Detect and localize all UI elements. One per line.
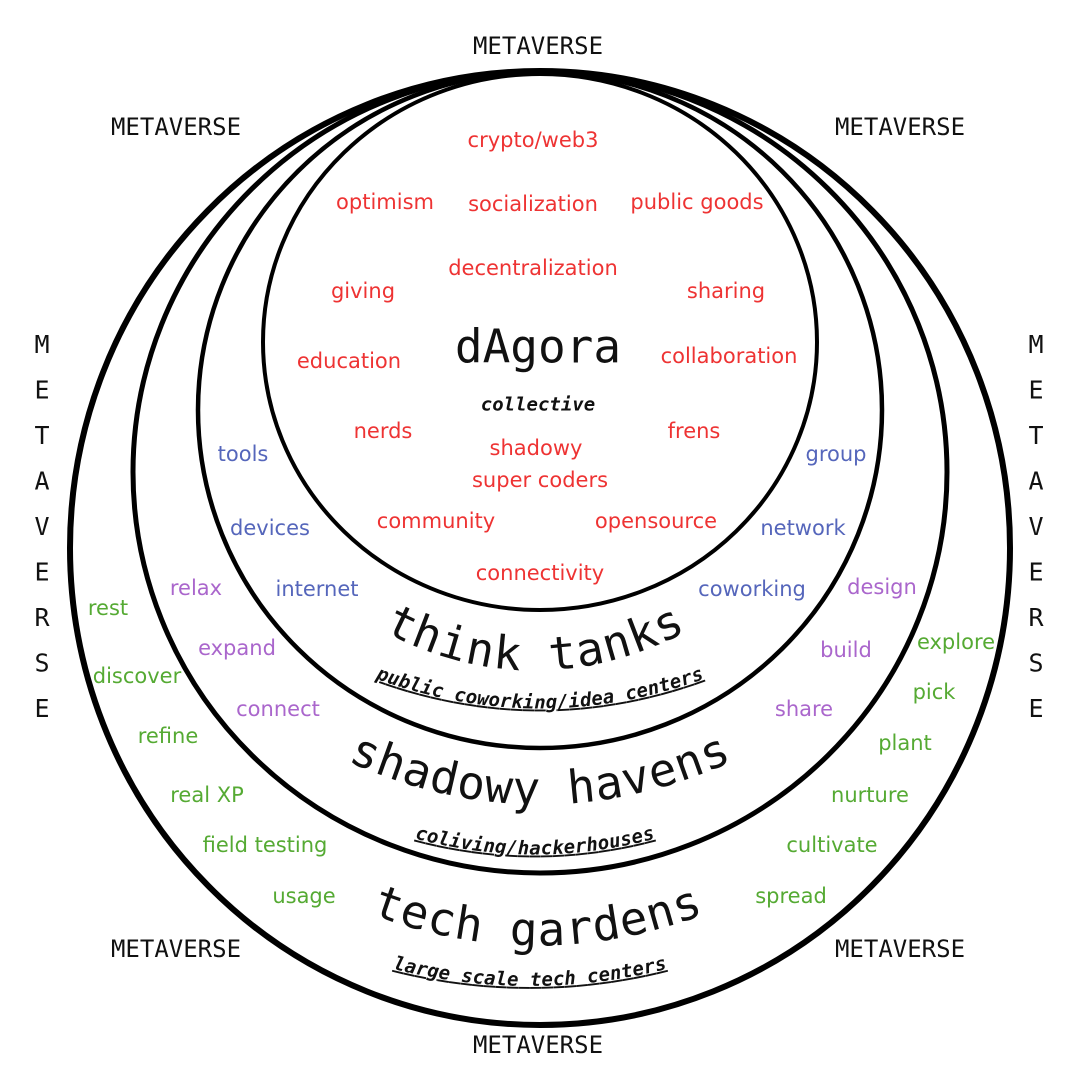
tech-gardens-word: nurture <box>831 783 909 807</box>
metaverse-left-letter: E <box>34 694 49 723</box>
metaverse-right-letter: E <box>1028 558 1043 587</box>
core-word: decentralization <box>448 256 618 280</box>
core-word: frens <box>668 419 721 443</box>
tech-gardens-word: refine <box>138 724 199 748</box>
shadowy-havens-title: shadowy havens <box>343 721 737 815</box>
metaverse-right-letter: A <box>1028 467 1043 496</box>
metaverse-left-letter: T <box>34 421 49 450</box>
think-tanks-word: coworking <box>698 577 806 601</box>
metaverse-label-right-vertical: METAVERSE <box>1028 330 1044 723</box>
core-word: optimism <box>336 190 434 214</box>
tech-gardens-word: explore <box>917 630 995 654</box>
dagora-subtitle: collective <box>481 394 595 416</box>
tech-gardens-word: field testing <box>203 833 328 857</box>
core-word: community <box>377 509 495 533</box>
metaverse-right-letter: V <box>1028 512 1043 541</box>
metaverse-left-letter: M <box>34 330 49 359</box>
metaverse-label-top: METAVERSE <box>473 32 603 60</box>
core-word: shadowy <box>490 436 583 460</box>
metaverse-left-letter: V <box>34 512 49 541</box>
tech-gardens-word: real XP <box>170 783 244 807</box>
think-tanks-word: group <box>806 442 867 466</box>
core-word: connectivity <box>476 561 604 585</box>
core-word: education <box>297 349 401 373</box>
shadowy-havens-word: design <box>847 575 917 599</box>
core-word: collaboration <box>661 344 798 368</box>
dagora-title: dAgora <box>455 320 621 374</box>
think-tanks-title: think tanks <box>379 592 692 681</box>
metaverse-label-bottom-right: METAVERSE <box>835 935 965 963</box>
metaverse-left-letter: A <box>34 467 49 496</box>
metaverse-right-letter: M <box>1028 330 1043 359</box>
core-word: public goods <box>630 190 763 214</box>
core-word: sharing <box>687 279 765 303</box>
shadowy-havens-word: build <box>820 638 872 662</box>
metaverse-right-letter: E <box>1028 376 1043 405</box>
dagora-core-ring <box>261 72 819 612</box>
think-tanks-words: tools devices internet group network coworkin… <box>218 442 867 601</box>
metaverse-label-top-left: METAVERSE <box>111 113 241 141</box>
shadowy-havens-subtitle: coliving/hackerhouses <box>414 822 657 859</box>
core-words: crypto/web3 optimism socialization public g… <box>297 128 798 585</box>
core-word: crypto/web3 <box>468 128 599 152</box>
shadowy-havens-words: relax expand connect design build share <box>170 575 917 721</box>
core-word: nerds <box>354 419 413 443</box>
tech-gardens-word: usage <box>272 884 335 908</box>
think-tanks-word: tools <box>218 442 269 466</box>
metaverse-left-letter: E <box>34 376 49 405</box>
shadowy-havens-word: connect <box>236 697 320 721</box>
metaverse-label-left-vertical: METAVERSE <box>34 330 50 723</box>
think-tanks-word: network <box>760 516 846 540</box>
metaverse-right-letter: S <box>1028 649 1043 678</box>
shadowy-havens-word: expand <box>198 636 276 660</box>
metaverse-left-letter: S <box>34 649 49 678</box>
metaverse-label-bottom-left: METAVERSE <box>111 935 241 963</box>
tech-gardens-title: tech gardens <box>367 873 707 956</box>
core-word: giving <box>331 279 395 303</box>
tech-gardens-subtitle: large scale tech centers <box>392 952 669 991</box>
tech-gardens-word: cultivate <box>786 833 877 857</box>
tech-gardens-word: plant <box>878 731 932 755</box>
shadowy-havens-word: share <box>775 697 833 721</box>
metaverse-label-bottom: METAVERSE <box>473 1031 603 1059</box>
core-word: opensource <box>595 509 717 533</box>
think-tanks-word: devices <box>230 516 310 540</box>
metaverse-left-letter: R <box>34 603 50 632</box>
tech-gardens-word: spread <box>755 884 827 908</box>
core-word: socialization <box>468 192 598 216</box>
tech-gardens-word: pick <box>913 680 957 704</box>
core-word: super coders <box>472 468 608 492</box>
metaverse-left-letter: E <box>34 558 49 587</box>
metaverse-right-letter: T <box>1028 421 1043 450</box>
think-tanks-word: internet <box>275 577 358 601</box>
tech-gardens-word: discover <box>93 664 182 688</box>
shadowy-havens-word: relax <box>170 576 222 600</box>
metaverse-right-letter: R <box>1028 603 1044 632</box>
metaverse-right-letter: E <box>1028 694 1043 723</box>
tech-gardens-word: rest <box>88 596 128 620</box>
metaverse-label-top-right: METAVERSE <box>835 113 965 141</box>
tech-gardens-words: rest discover refine real XP field testing us… <box>88 596 995 908</box>
